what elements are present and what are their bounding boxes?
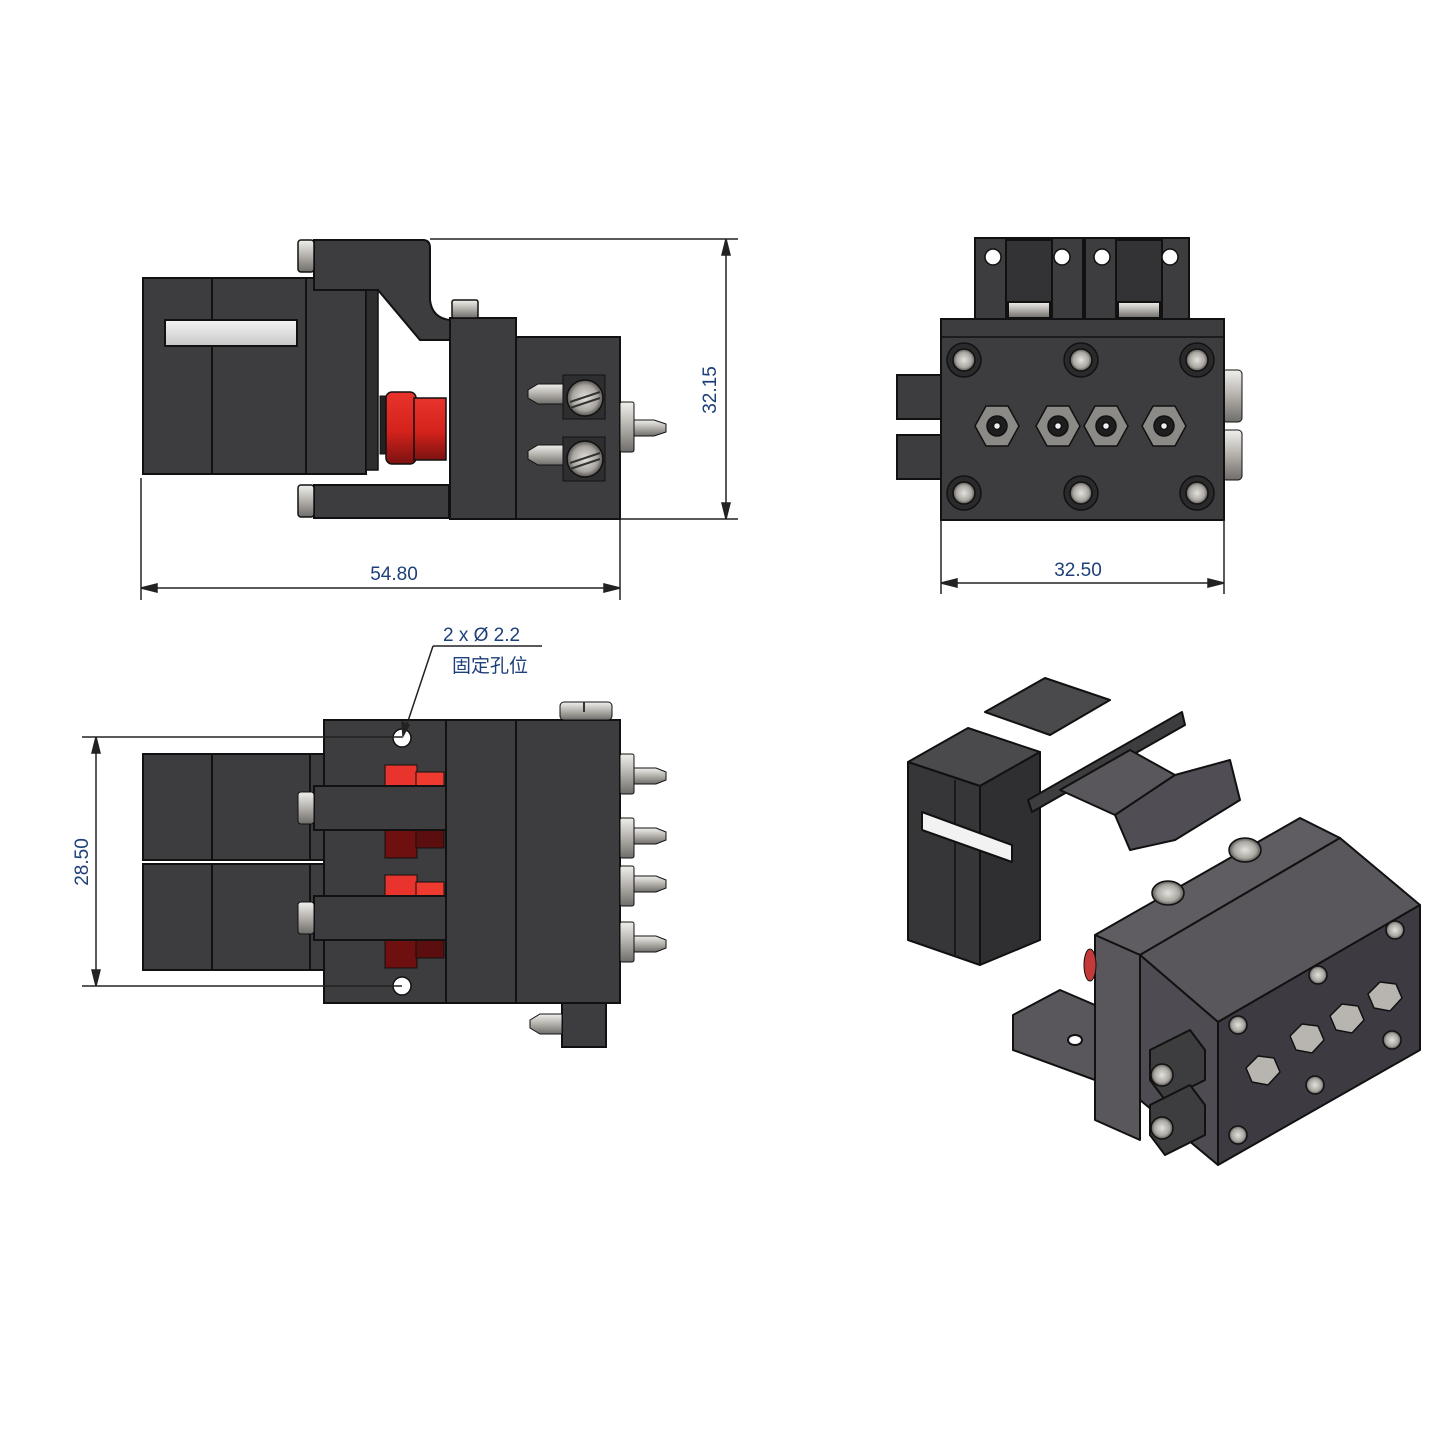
dim-length-label: 54.80 — [370, 564, 418, 585]
top-view: 28.50 2 x Ø 2.2 固定孔位 — [72, 625, 667, 1048]
iso-label-plate — [921, 811, 1013, 863]
adjust-screw-upper — [527, 374, 606, 420]
dimension-overall-height — [430, 238, 738, 520]
hole-note-label: 固定孔位 — [452, 655, 528, 677]
adjust-screw-lower — [527, 436, 606, 482]
dimension-mount-hole-span — [82, 736, 402, 987]
motor-label-plate — [164, 319, 298, 347]
hole-spec-label: 2 x Ø 2.2 — [443, 625, 520, 646]
dim-height-label: 32.15 — [700, 366, 721, 414]
hose-fittings — [974, 405, 1187, 447]
front-view: 32.50 — [896, 237, 1243, 594]
coupling — [385, 391, 417, 465]
outlet-barbs — [619, 753, 667, 963]
dimension-overall-width — [940, 520, 1225, 594]
dim-width-label: 32.50 — [1054, 560, 1102, 581]
dimension-overall-length — [140, 478, 621, 600]
dim-span-label: 28.50 — [72, 838, 93, 886]
hole-callout-leader — [401, 645, 542, 739]
isometric-view — [907, 677, 1421, 1166]
mount-bolts — [946, 342, 1215, 511]
side-view: 54.80 32.15 — [140, 238, 738, 600]
